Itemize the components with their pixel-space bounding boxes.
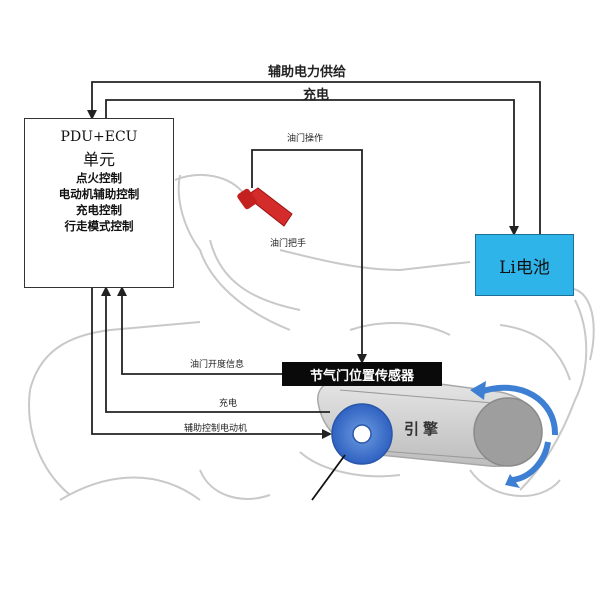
ecu-function-drive-mode: 行走模式控制 [64, 219, 134, 233]
ecu-function-charge: 充电控制 [76, 203, 122, 217]
throttle-grip-label: 油门把手 [270, 239, 307, 249]
throttle-operation-label: 油门操作 [287, 134, 324, 144]
throttle-opening-info-label: 油门开度信息 [190, 360, 245, 370]
ecu-function-motor-assist: 电动机辅助控制 [58, 187, 140, 201]
charge-signal-label: 充电 [219, 399, 238, 409]
engine-assembly [311, 374, 559, 501]
aux-supply-label: 辅助电力供给 [268, 65, 347, 80]
throttle-position-sensor-box: 节气门位置传感器 [282, 362, 442, 386]
charge-top-label: 充电 [303, 88, 330, 103]
ecu-function-ignition: 点火控制 [76, 171, 122, 185]
li-battery-label: Li电池 [499, 257, 550, 278]
ecu-subtitle: 单元 [82, 150, 115, 169]
flow-arrows [87, 81, 541, 439]
ecu-unit-box: PDU+ECU 单元 点火控制 电动机辅助控制 充电控制 行走模式控制 [24, 118, 174, 288]
scooter-outline [28, 174, 595, 501]
throttle-position-sensor-label: 节气门位置传感器 [309, 368, 414, 384]
li-battery-box: Li电池 [475, 234, 574, 296]
throttle-grip-icon [237, 187, 293, 227]
ecu-title: PDU+ECU [60, 129, 138, 145]
engine-label: 引擎 [404, 420, 443, 438]
motor-control-label: 辅助控制电动机 [184, 424, 248, 434]
